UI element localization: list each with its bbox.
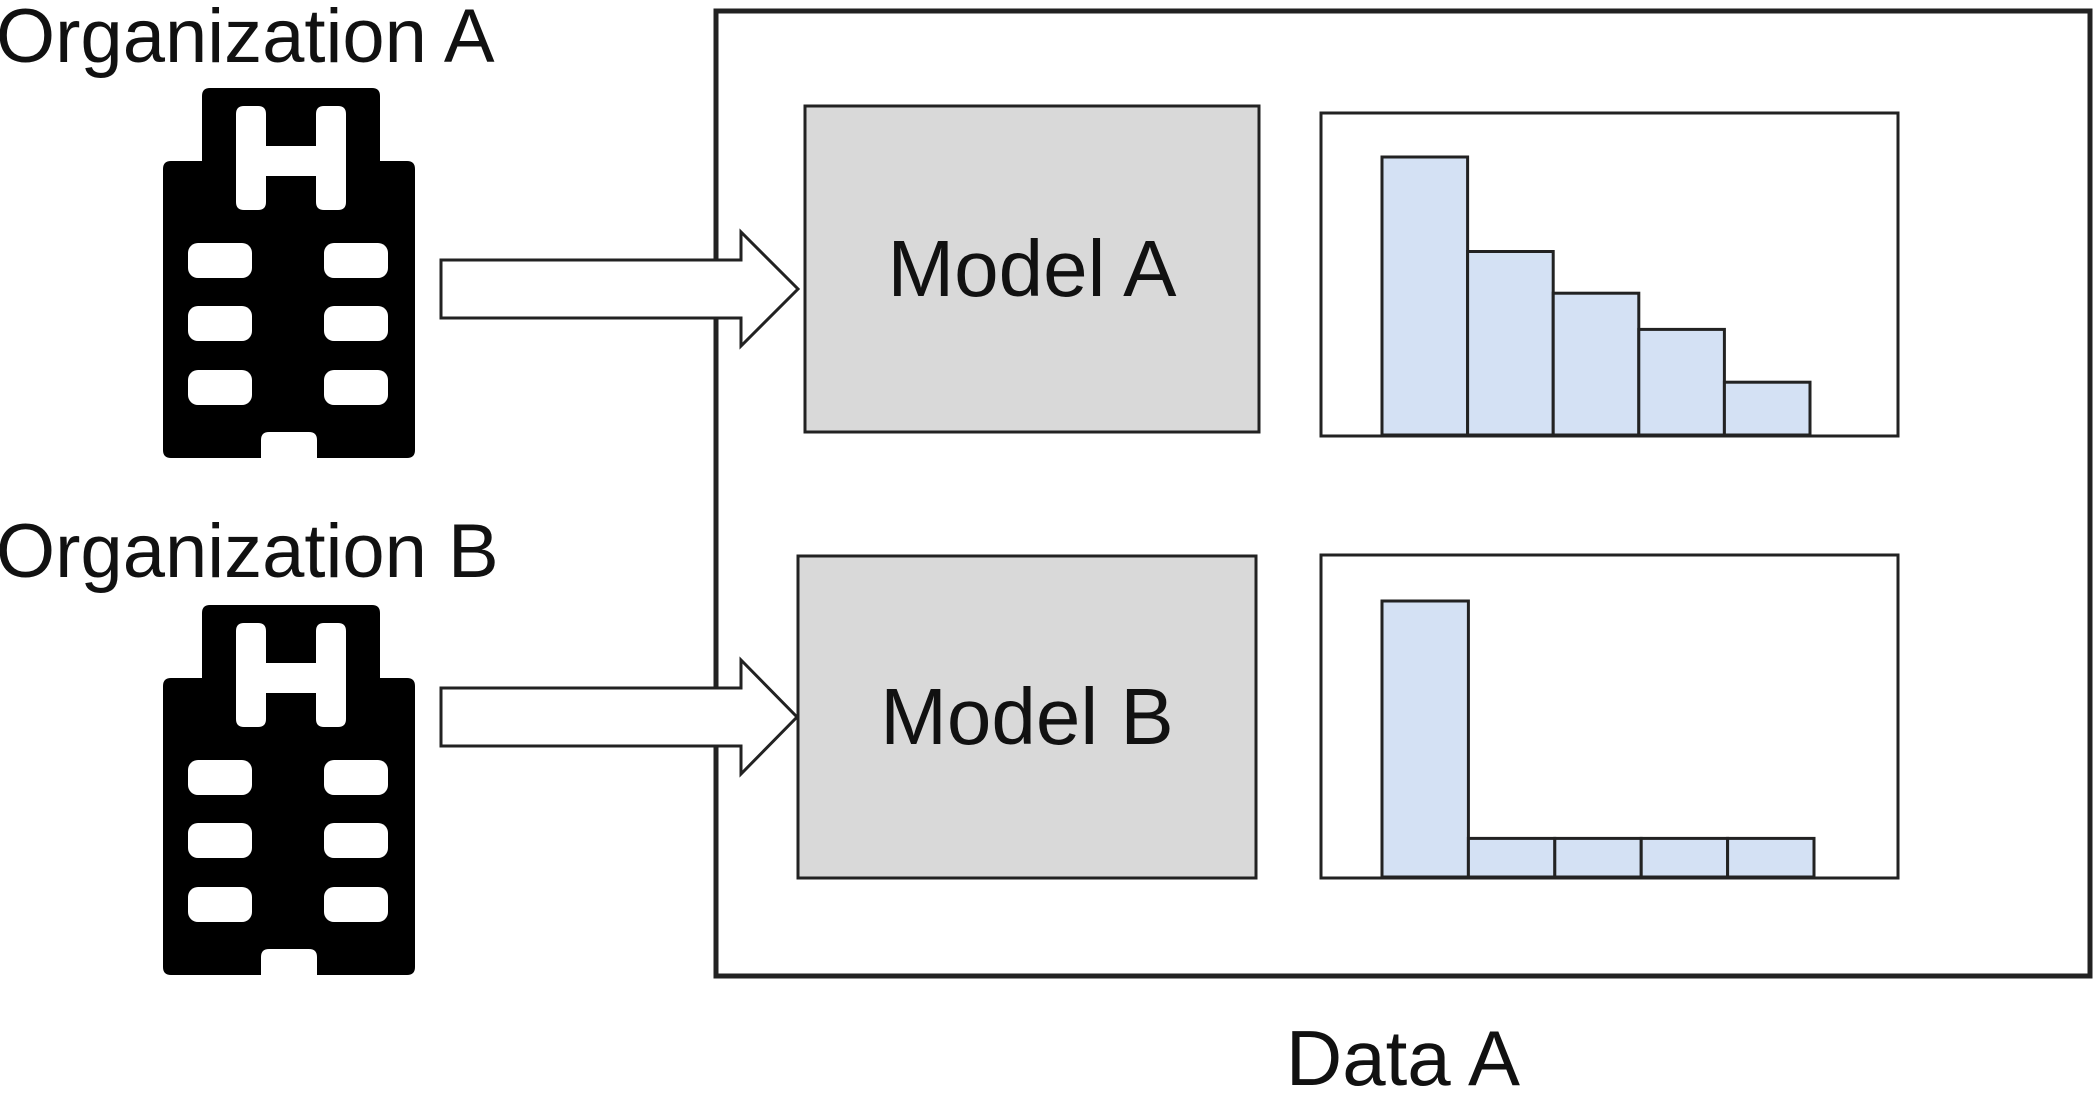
histogram-bar xyxy=(1466,836,1557,879)
histogram-bar xyxy=(1466,250,1555,437)
histogram-bar xyxy=(1380,599,1470,879)
hospital-building-icon xyxy=(163,88,415,458)
histogram-bar xyxy=(1726,836,1816,879)
model-a-label: Model A xyxy=(887,224,1177,313)
organization-a-label: Organization A xyxy=(0,0,495,79)
histogram-bar xyxy=(1551,291,1641,437)
histogram-bar xyxy=(1380,155,1470,437)
histogram-bar xyxy=(1553,836,1643,879)
histogram-b-bars xyxy=(1380,599,1816,879)
organization-b-label: Organization B xyxy=(0,509,499,594)
histogram-a-bars xyxy=(1380,155,1812,437)
histogram-bar xyxy=(1639,836,1730,879)
data-container-label: Data A xyxy=(1286,1014,1520,1096)
model-b-label: Model B xyxy=(880,672,1173,761)
histogram-bar xyxy=(1637,327,1726,437)
hospital-building-icon xyxy=(163,605,415,975)
model-a-box xyxy=(803,104,1261,434)
arrow-b xyxy=(439,656,800,778)
model-b-box xyxy=(796,554,1258,880)
histogram-bar xyxy=(1722,380,1812,437)
arrow-a xyxy=(439,228,801,350)
